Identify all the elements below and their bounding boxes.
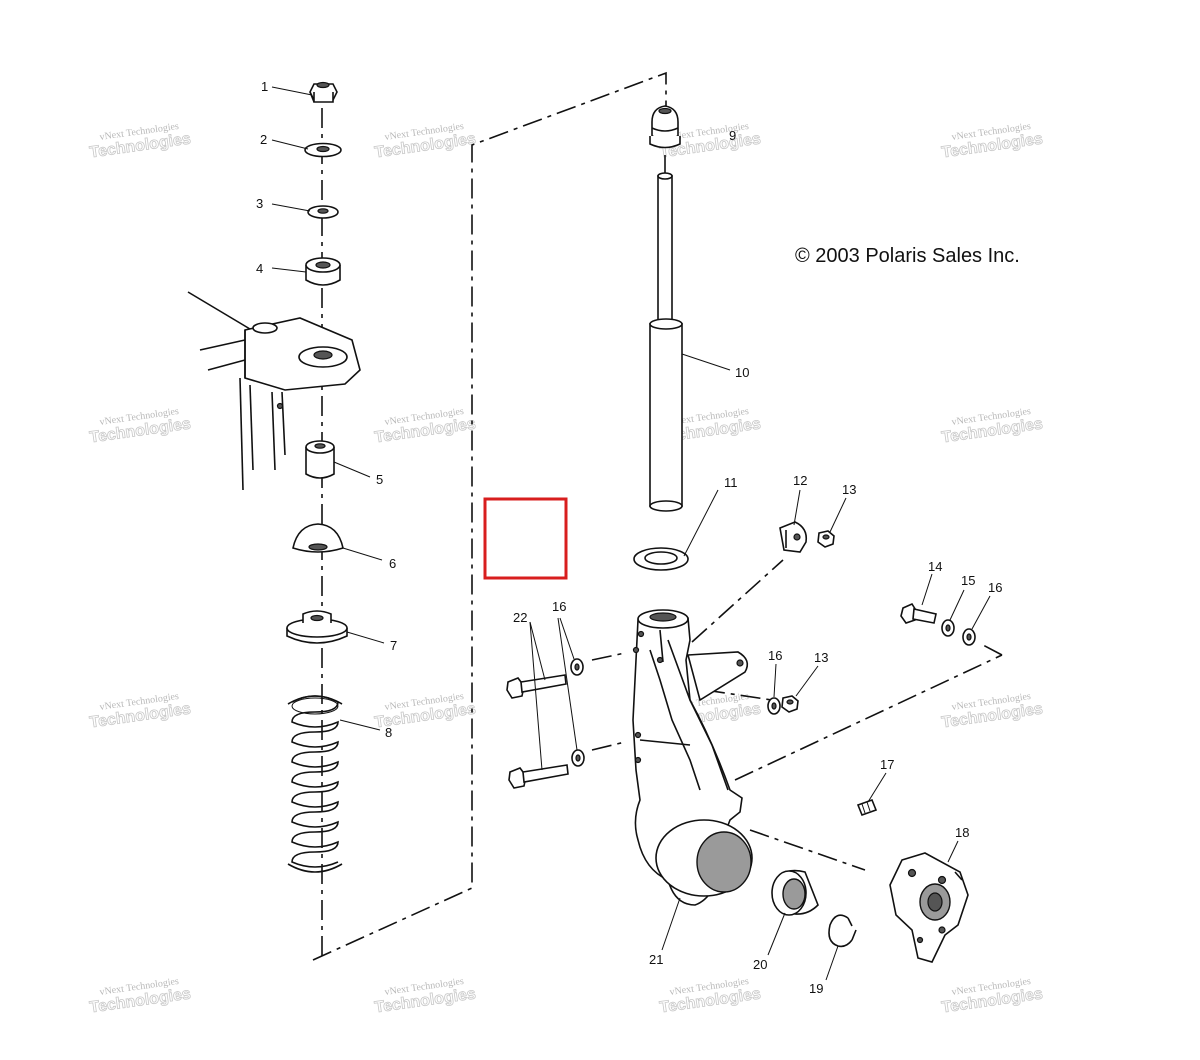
callout-14: 14	[928, 559, 942, 574]
callout-3: 3	[256, 196, 263, 211]
callout-13-lower: 13	[814, 650, 828, 665]
callout-15: 15	[961, 573, 975, 588]
callout-22: 22	[513, 610, 527, 625]
callout-19: 19	[809, 981, 823, 996]
callout-1: 1	[261, 79, 268, 94]
part-20-bearing	[771, 869, 819, 916]
callout-11: 11	[724, 475, 738, 490]
callout-8: 8	[385, 725, 392, 740]
callout-16-mid: 16	[768, 648, 782, 663]
callout-18: 18	[955, 825, 969, 840]
callout-10: 10	[735, 365, 749, 380]
highlight-box	[483, 497, 568, 580]
part-9-bump-stop	[649, 105, 681, 149]
part-16-washer-upper	[570, 658, 584, 676]
part-14-bolt	[900, 602, 937, 624]
part-8-spring	[287, 695, 343, 873]
part-5-spacer	[305, 440, 335, 479]
callout-9: 9	[729, 128, 736, 143]
callout-12: 12	[793, 473, 807, 488]
part-22-bolt-upper	[506, 674, 567, 699]
callout-16-left: 16	[552, 599, 566, 614]
part-10-strut	[649, 172, 683, 512]
part-4-bushing	[305, 257, 341, 286]
part-18-caliper	[889, 852, 969, 963]
upper-mount-bracket	[187, 291, 361, 491]
part-13-nut-lower	[781, 695, 799, 713]
leader-lines	[271, 86, 991, 981]
part-21-spindle	[632, 609, 753, 906]
part-16-washer-right	[962, 628, 976, 646]
part-22-bolt-lower	[508, 764, 569, 789]
callout-17: 17	[880, 757, 894, 772]
callout-7: 7	[390, 638, 397, 653]
part-19-snap-ring	[828, 914, 857, 948]
part-16-washer-mid	[767, 697, 781, 715]
callout-20: 20	[753, 957, 767, 972]
part-15-washer	[941, 619, 955, 637]
callout-5: 5	[376, 472, 383, 487]
part-17-bleeder	[856, 798, 878, 817]
callout-2: 2	[260, 132, 267, 147]
callout-21: 21	[649, 952, 663, 967]
part-11-gasket	[633, 547, 689, 571]
callout-16-right: 16	[988, 580, 1002, 595]
part-16-washer-lower	[571, 749, 585, 767]
part-12-clamp	[779, 521, 808, 553]
part-13-nut-upper	[817, 530, 835, 548]
callout-4: 4	[256, 261, 263, 276]
part-2-washer	[304, 142, 342, 158]
callout-13-upper: 13	[842, 482, 856, 497]
callout-labels: 1 2 3 4 5 6 7 8 9 10 11 12 13 13 14 15 1…	[256, 79, 1002, 996]
part-1-nut	[309, 81, 338, 103]
copyright-notice: © 2003 Polaris Sales Inc.	[795, 245, 1020, 267]
callout-6: 6	[389, 556, 396, 571]
part-3-washer	[307, 205, 339, 219]
part-6-cup	[292, 523, 344, 553]
part-7-spring-seat	[286, 610, 348, 644]
